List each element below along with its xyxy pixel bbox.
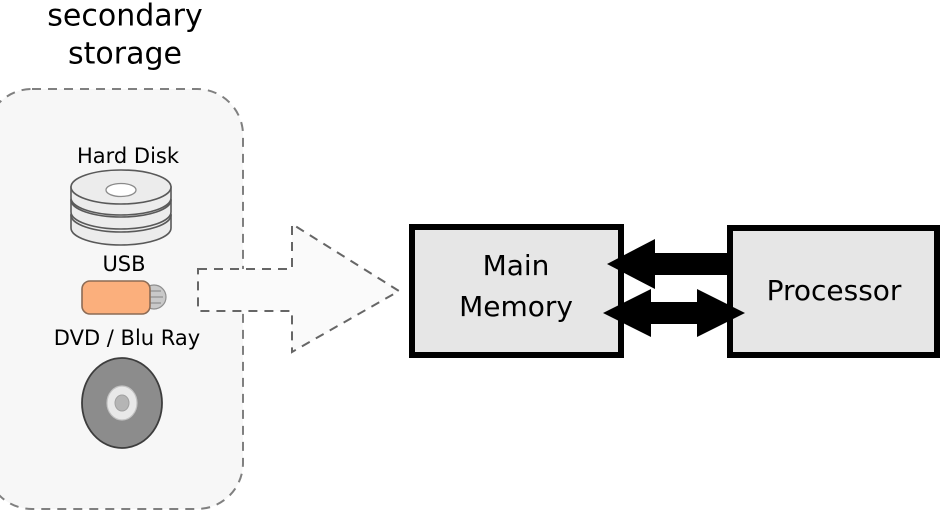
hard-disk-platters-icon xyxy=(70,169,172,246)
page-title-line1: secondary xyxy=(47,0,202,34)
processor-to-memory-arrow xyxy=(607,239,733,289)
dvd-bluray-label: DVD / Blu Ray xyxy=(54,326,200,350)
optical-disc-icon xyxy=(81,357,163,449)
usb-label: USB xyxy=(102,252,145,276)
hard-disk-label: Hard Disk xyxy=(77,144,180,168)
processor-box xyxy=(727,225,940,358)
page-title-line2: storage xyxy=(68,37,182,72)
main-memory-label-line1: Main xyxy=(483,249,550,282)
main-memory-box xyxy=(409,224,624,358)
secondary-storage-to-memory-arrow xyxy=(197,222,401,354)
memory-processor-bidirectional-arrow xyxy=(603,289,745,337)
usb-flash-drive-icon xyxy=(81,280,167,315)
main-memory-label-line2: Memory xyxy=(459,290,573,323)
processor-label: Processor xyxy=(767,274,902,307)
